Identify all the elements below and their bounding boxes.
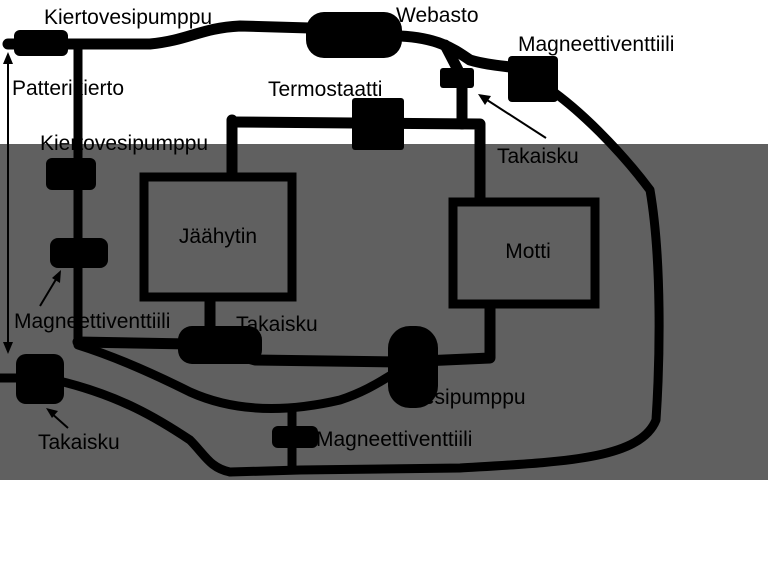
magnet-valve-left	[50, 238, 108, 268]
arrow-takaisku-right-head	[478, 94, 491, 105]
label-magneettiventtiili-bottom: Magneettiventtiili	[316, 428, 472, 451]
label-kiertovesipumppu-top: Kiertovesipumppu	[44, 6, 212, 29]
label-webasto: Webasto	[396, 4, 479, 27]
arrow-takaisku-bottom-head	[46, 408, 58, 418]
webasto-heater	[306, 12, 402, 58]
pipe-lower-inner-loop	[73, 340, 405, 413]
pipe-left-bottom	[72, 336, 196, 350]
label-patterikierto: Patterikierto	[12, 77, 124, 100]
pipe-lower-left-loop	[50, 375, 235, 477]
motti-label: Motti	[505, 240, 551, 263]
label-takaisku-right: Takaisku	[497, 145, 579, 168]
arrow-left-long-head-top	[3, 52, 13, 64]
label-kiertovesipumppu-left: Kiertovesipumppu	[40, 132, 208, 155]
label-magneettiventtiili-left: Magneettiventtiili	[14, 310, 170, 333]
pipe-thermostat-line	[226, 116, 486, 211]
label-termostaatti: Termostaatti	[268, 78, 382, 101]
radiator-label: Jäähytin	[179, 225, 257, 248]
motti-box	[448, 197, 600, 309]
label-magneettiventtiili-top: Magneettiventtiili	[518, 33, 674, 56]
arrow-magnet-left	[39, 275, 59, 307]
magnet-valve-top-right	[508, 56, 558, 102]
pipe-right-loop	[225, 83, 664, 477]
check-valve-lower-left	[16, 354, 64, 404]
arrow-magnet-left-head	[52, 270, 61, 283]
pipe-top-main	[2, 20, 316, 50]
arrow-left-long-head-bottom	[3, 342, 13, 354]
label-takaisku-center: Takaisku	[236, 313, 318, 336]
circulation-pump-top-left	[14, 30, 68, 56]
arrow-takaisku-right	[483, 97, 547, 139]
label-takaisku-bottom: Takaisku	[38, 431, 120, 454]
pipe-webasto-check-branch	[439, 39, 464, 76]
check-valve-center	[178, 326, 262, 364]
circulation-pump-left	[46, 158, 96, 190]
magnet-valve-bottom	[272, 426, 318, 448]
radiator-box	[139, 172, 297, 302]
label-vesipumppu: Vesipumppu	[410, 386, 526, 409]
thermostat	[352, 98, 404, 150]
check-valve-top	[440, 68, 474, 88]
water-pump	[388, 326, 438, 408]
background-band	[0, 144, 768, 480]
